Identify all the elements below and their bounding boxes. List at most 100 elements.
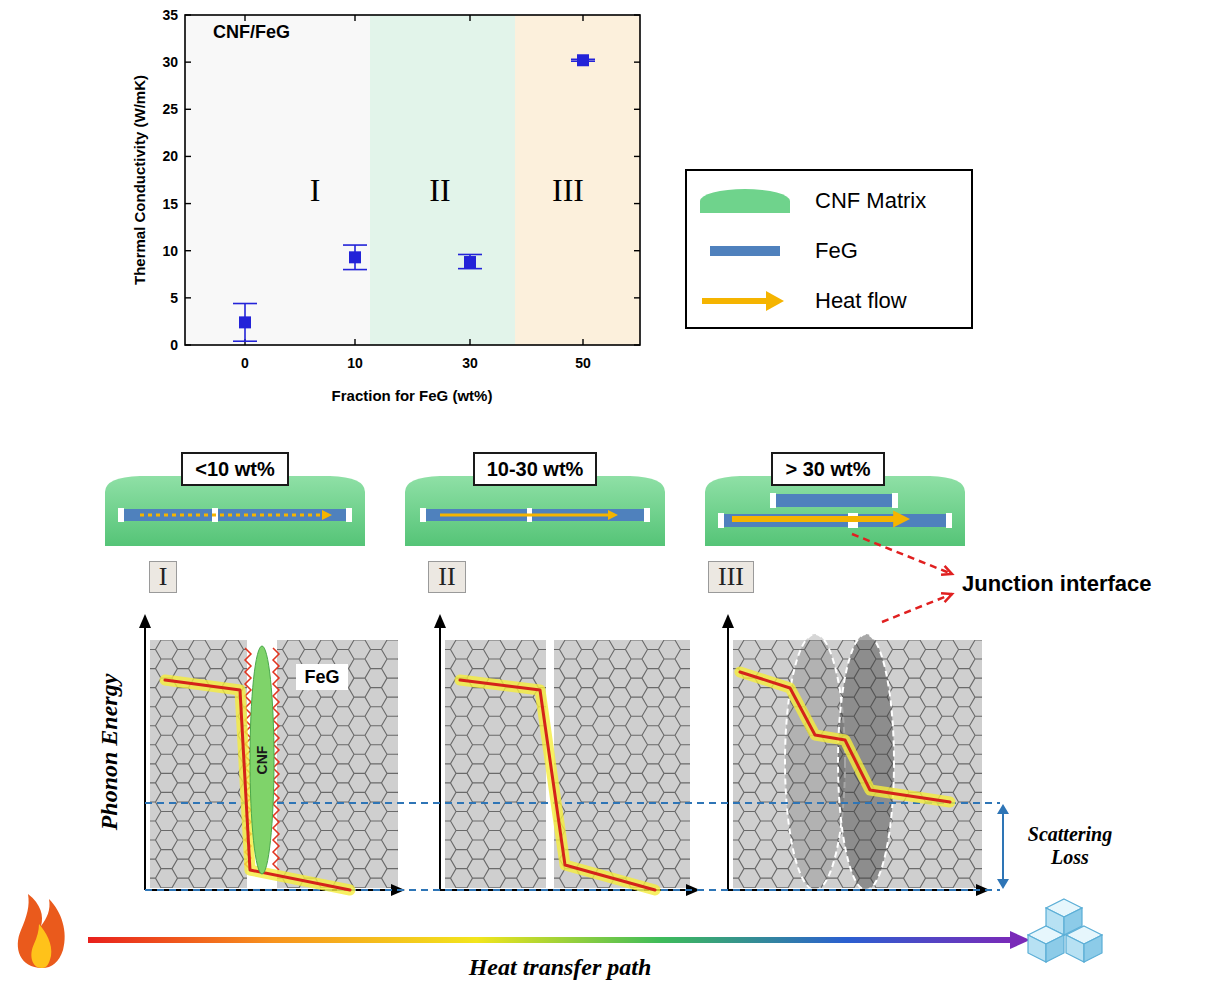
y-tick-label-holder: 15 [162,196,178,212]
sheet-swatch [710,246,780,256]
error-cap [458,254,482,256]
y-tick [185,109,191,110]
cnf-ellipse: CNF [249,645,275,875]
x-tick [244,15,245,21]
sheet-gap [118,508,124,522]
y-tick-label-holder: 20 [162,148,178,164]
region-number-holder: I [310,172,321,209]
feg-sheet [420,509,650,521]
y-tick [634,250,640,251]
error-cap [343,269,367,271]
scattering-label: Scattering Loss [1028,823,1112,868]
energy-axis [439,624,441,890]
fire-icon [18,894,65,968]
y-tick [634,61,640,62]
matrix-swatch [700,189,790,213]
heat-path-bar [88,937,1013,943]
y-tick [634,156,640,157]
range-box: > 30 wt% [771,452,884,486]
sheet-gap [346,508,352,522]
feg-sheet [718,514,952,527]
y-tick [185,61,191,62]
y-tick-label: 15 [162,196,178,212]
axis-title-holder: Heat transfer path [469,954,652,982]
data-point [571,54,595,66]
heat-flow-arrow [140,514,326,517]
scattering-head [997,879,1009,889]
schematics [105,476,965,622]
y-tick-label-holder: 35 [162,7,178,23]
x-tick-label-holder: 30 [462,355,478,371]
y-tick [185,250,191,251]
region-iii-shade [515,15,640,345]
leader-line [882,594,952,622]
leader-head [941,593,952,602]
phonon-path [740,672,950,802]
x-tick [354,339,355,345]
x-tick [354,15,355,21]
leader-line [852,534,952,574]
cube-right [1084,935,1102,962]
energy-axis [727,624,729,890]
legend-frame [686,170,972,328]
heat-flow-head [608,510,618,520]
y-tick [634,297,640,298]
region-number: II [429,172,450,208]
feg-sheet [118,509,352,521]
node-text: <10 wt% [195,457,274,481]
sheet-gap [892,493,898,508]
leader-head [941,566,952,575]
data-marker [464,256,476,268]
node-text: 10-30 wt% [487,457,584,481]
range-box: 10-30 wt% [473,452,598,486]
y-tick [185,14,191,15]
node-text: II [438,563,455,591]
cnf-shape [250,646,274,874]
y-tick-label: 35 [162,7,178,23]
y-tick [634,344,640,345]
energy-axis [144,624,146,890]
x-tick-label: 50 [575,355,591,371]
cnf-matrix [405,476,665,546]
y-tick [634,14,640,15]
chart-title-holder: CNF/FeG [213,22,290,43]
phonon-glow [740,672,950,802]
y-tick-label-holder: 10 [162,243,178,259]
y-tick [634,109,640,110]
scattering-arrow [1002,812,1004,881]
data-point [233,304,257,342]
x-tick-label-holder: 10 [347,355,363,371]
sample-line [702,298,768,304]
heat-flow-head [322,510,332,520]
y-tick-label: 5 [170,290,178,306]
x-tick-label: 30 [462,355,478,371]
x-tick [582,339,583,345]
ice-icon [1028,899,1102,962]
y-tick-label-holder: 5 [170,290,178,306]
data-point [458,254,482,268]
error-cap [343,244,367,246]
legend-text: CNF Matrix [815,188,926,214]
axis-title-holder: Fraction for FeG (wt%) [332,387,493,404]
sheet-gap [946,513,952,528]
legend-text: Heat flow [815,288,907,314]
data-point [343,245,367,270]
node-text: I [159,563,168,591]
error-cap [233,340,257,342]
conductivity-chart [185,15,640,345]
node-text: III [718,563,744,591]
y-tick [185,344,191,345]
phonon-glow [460,680,655,890]
axis-head [722,614,734,628]
error-cap [458,268,482,270]
x-tick-label-holder: 50 [575,355,591,371]
cnf-matrix [705,476,965,546]
y-tick-label-holder: 25 [162,101,178,117]
axis-title: Fraction for FeG (wt%) [332,387,493,404]
stage-box: II [428,561,465,593]
x-tick [469,15,470,21]
axis-title: Thermal Conductivity (W/mK) [131,75,148,285]
cube-right [1046,935,1064,962]
data-marker [349,251,361,263]
